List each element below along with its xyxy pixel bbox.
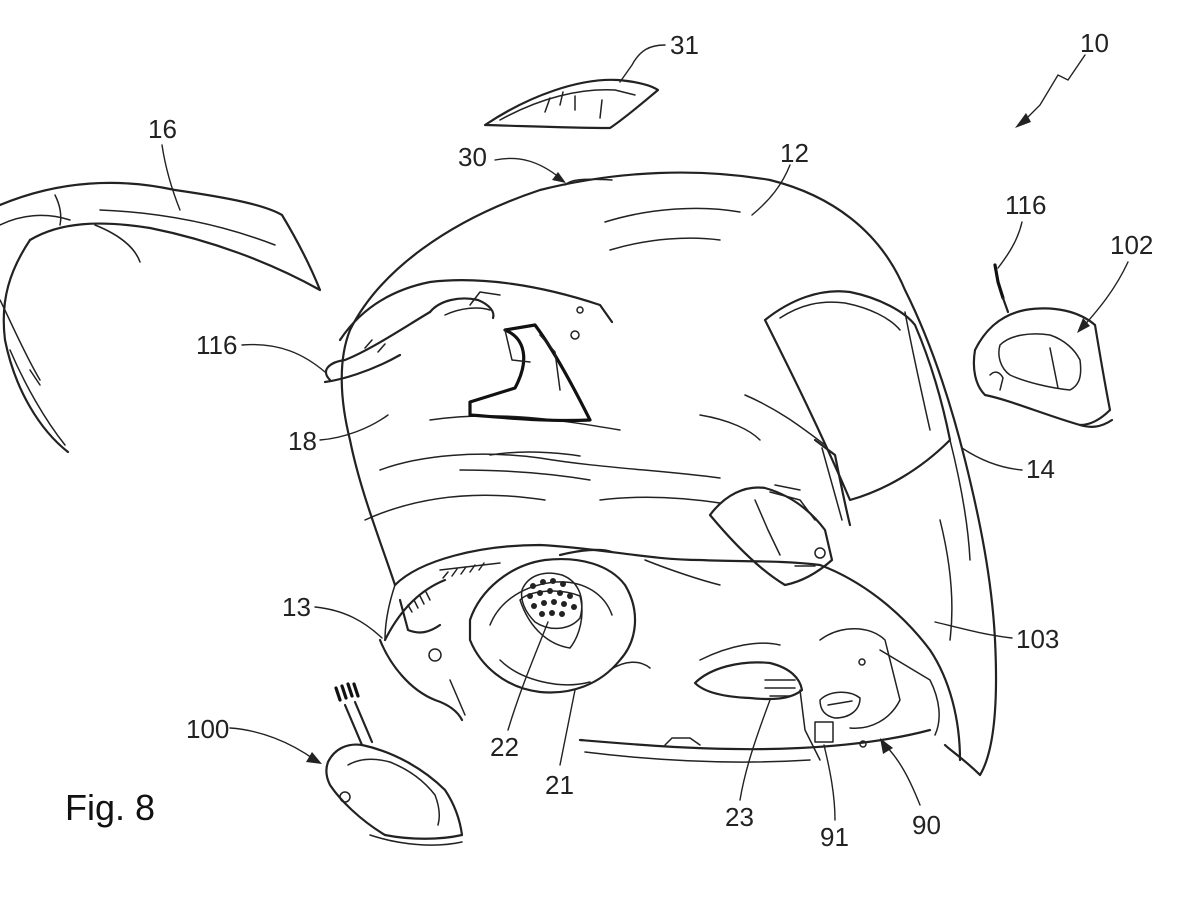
helmet-interior [468,548,940,763]
side-panel-14 [763,290,971,641]
helmet-shell-12 [340,171,998,777]
label-102: 102 [1110,230,1153,260]
rear-lower-vent-13 [378,562,501,722]
spoiler-part-16 [0,181,322,454]
label-116-right: 116 [1005,190,1046,220]
side-slot-103 [708,438,852,587]
label-116-left: 116 [196,330,237,360]
label-16: 16 [148,114,177,144]
helmet-lower-rim [364,453,962,762]
label-23: 23 [725,802,754,832]
label-91: 91 [820,822,849,852]
comm-unit-102 [972,263,1114,428]
label-13: 13 [282,592,311,622]
top-cover-part-31 [483,78,660,130]
rear-vent-18 [323,279,614,423]
label-18: 18 [288,426,317,456]
label-31: 31 [670,30,699,60]
figure-title: Fig. 8 [65,787,155,828]
label-21: 21 [545,770,574,800]
label-12: 12 [780,138,809,168]
comm-unit-100 [325,682,464,846]
label-103: 103 [1016,624,1059,654]
speaker-22 [520,572,583,630]
label-30: 30 [458,142,487,172]
reference-labels: 10 31 30 12 16 116 116 102 18 14 13 103 … [148,28,1153,852]
mount-23 [693,661,861,761]
leader-lines [161,44,1129,821]
label-100: 100 [186,714,229,744]
label-10: 10 [1080,28,1109,58]
label-22: 22 [490,732,519,762]
label-14: 14 [1026,454,1055,484]
label-90: 90 [912,810,941,840]
